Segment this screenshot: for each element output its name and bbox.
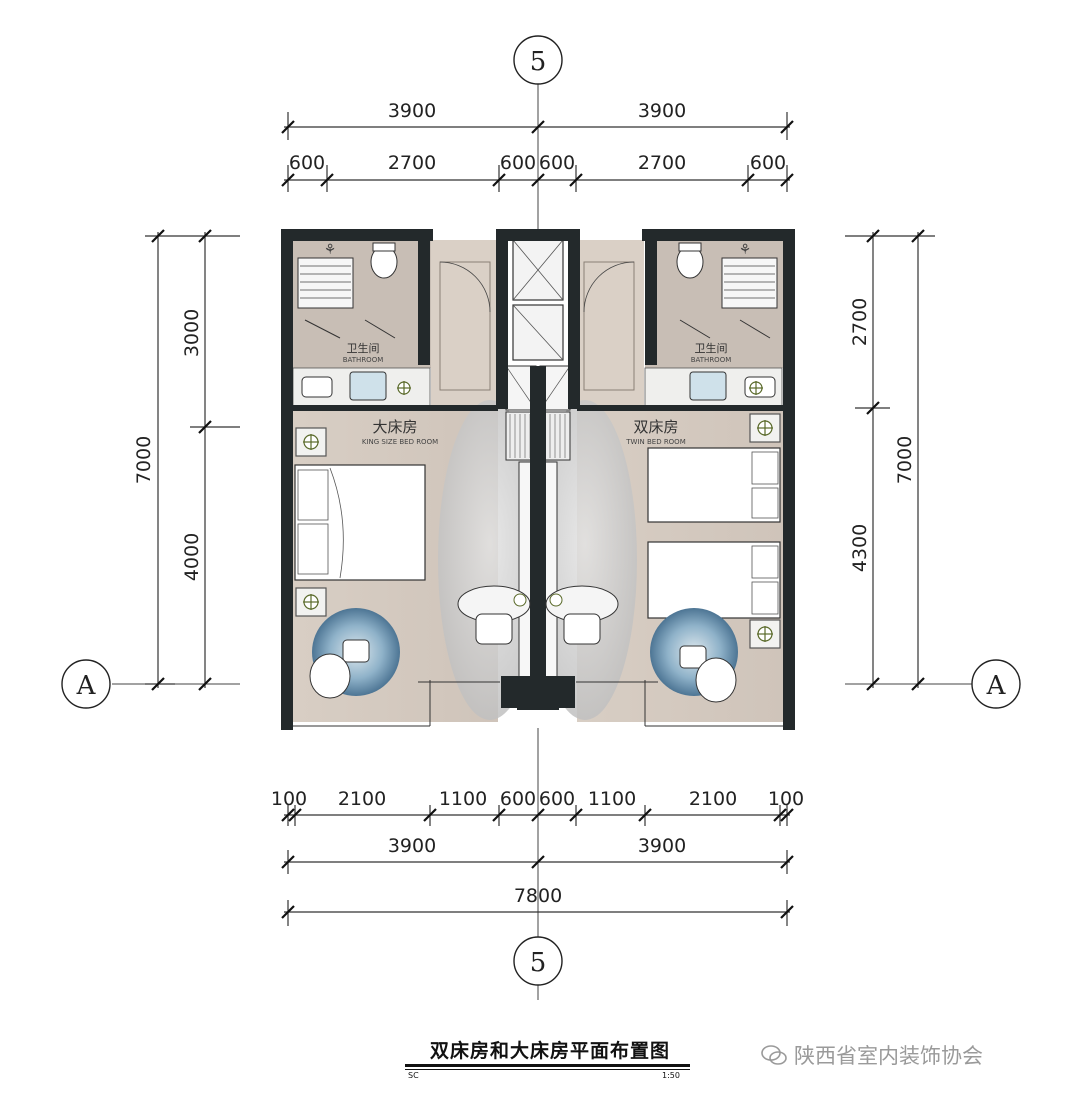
marble-inlay-left <box>438 400 542 720</box>
shower-left <box>297 257 354 309</box>
twin-bed-2 <box>647 541 781 619</box>
axis-5-top-label: 5 <box>530 47 547 77</box>
dim-top-d6: 600 <box>750 152 786 174</box>
bottom-dimension-mid: 3900 3900 <box>281 835 794 874</box>
watermark-text: 陕西省室内装饰协会 <box>794 1044 983 1068</box>
title-underline <box>405 1064 690 1067</box>
dim-bottom-d7: 2100 <box>689 788 737 810</box>
scale-value: 1:50 <box>662 1071 680 1080</box>
axis-5-bottom: 5 <box>513 936 563 986</box>
dim-left-total: 7000 <box>133 436 155 484</box>
title-underline-thin <box>405 1069 690 1070</box>
axis-a-right: A <box>845 659 1021 709</box>
dim-bottom-d5: 600 <box>539 788 575 810</box>
right-dimension-total: 7000 <box>894 229 925 691</box>
plan-body: ⚘ ⚘ <box>281 229 795 730</box>
lamp-icons <box>295 381 781 649</box>
dim-top-d4: 600 <box>539 152 575 174</box>
drawing-title: 双床房和大床房平面布置图 <box>429 1040 670 1062</box>
dim-left-lower: 4000 <box>181 533 203 581</box>
axis-5-bottom-label: 5 <box>530 948 547 978</box>
dim-bottom-d4: 600 <box>500 788 536 810</box>
room-label-bath-right-en: BATHROOM <box>691 356 732 364</box>
scale-prefix: SC <box>408 1071 419 1080</box>
dim-bottom-d2: 2100 <box>338 788 386 810</box>
axis-a-right-label: A <box>986 671 1007 701</box>
shower-right <box>721 257 778 309</box>
axis-a-left: A <box>61 659 240 709</box>
dim-bottom-d1: 100 <box>271 788 307 810</box>
dim-right-lower: 4300 <box>849 524 871 572</box>
room-label-bath-left-en: BATHROOM <box>343 356 384 364</box>
dim-bottom-mid-left: 3900 <box>388 835 436 857</box>
room-label-bath-right: 卫生间 <box>695 341 728 355</box>
top-dimension-detail: 600 2700 600 600 2700 600 <box>281 152 794 192</box>
entry-right-floor <box>577 240 644 410</box>
dim-bottom-d6: 1100 <box>588 788 636 810</box>
dim-bottom-d8: 100 <box>768 788 804 810</box>
room-label-twin-en: TWIN BED ROOM <box>625 438 686 446</box>
dim-left-upper: 3000 <box>181 309 203 357</box>
svg-text:⚘: ⚘ <box>324 242 337 258</box>
dim-bottom-mid-right: 3900 <box>638 835 686 857</box>
room-label-king-en: KING SIZE BED ROOM <box>362 438 438 446</box>
left-dimension-total: 7000 <box>133 229 240 691</box>
dim-top-total-right: 3900 <box>638 100 686 122</box>
svg-text:⚘: ⚘ <box>739 242 752 258</box>
right-dimension-detail: 2700 4300 <box>845 229 935 691</box>
watermark: 陕西省室内装饰协会 <box>760 1040 983 1070</box>
twin-bed-1 <box>647 447 781 523</box>
dim-top-d2: 2700 <box>388 152 436 174</box>
room-label-king: 大床房 <box>372 418 417 436</box>
left-dimension-detail: 3000 4000 <box>181 229 240 691</box>
dim-right-total: 7000 <box>894 436 916 484</box>
dim-bottom-total: 7800 <box>514 885 562 907</box>
bottom-dimension-detail: 100 2100 1100 600 600 1100 2100 100 <box>271 788 804 826</box>
room-label-bath-left: 卫生间 <box>347 341 380 355</box>
dim-bottom-d3: 1100 <box>439 788 487 810</box>
bottom-dimension-total: 7800 <box>281 885 794 926</box>
entry-left-floor <box>431 240 498 410</box>
wechat-icon <box>761 1045 787 1065</box>
king-bed <box>294 464 426 581</box>
dim-top-d5: 2700 <box>638 152 686 174</box>
dim-top-d3: 600 <box>500 152 536 174</box>
top-dimension-total: 3900 3900 <box>281 100 794 140</box>
axis-a-left-label: A <box>76 671 97 701</box>
dim-top-d1: 600 <box>289 152 325 174</box>
dim-top-total-left: 3900 <box>388 100 436 122</box>
room-label-twin: 双床房 <box>633 418 678 436</box>
marble-inlay-right <box>533 400 637 720</box>
dim-right-upper: 2700 <box>849 298 871 346</box>
